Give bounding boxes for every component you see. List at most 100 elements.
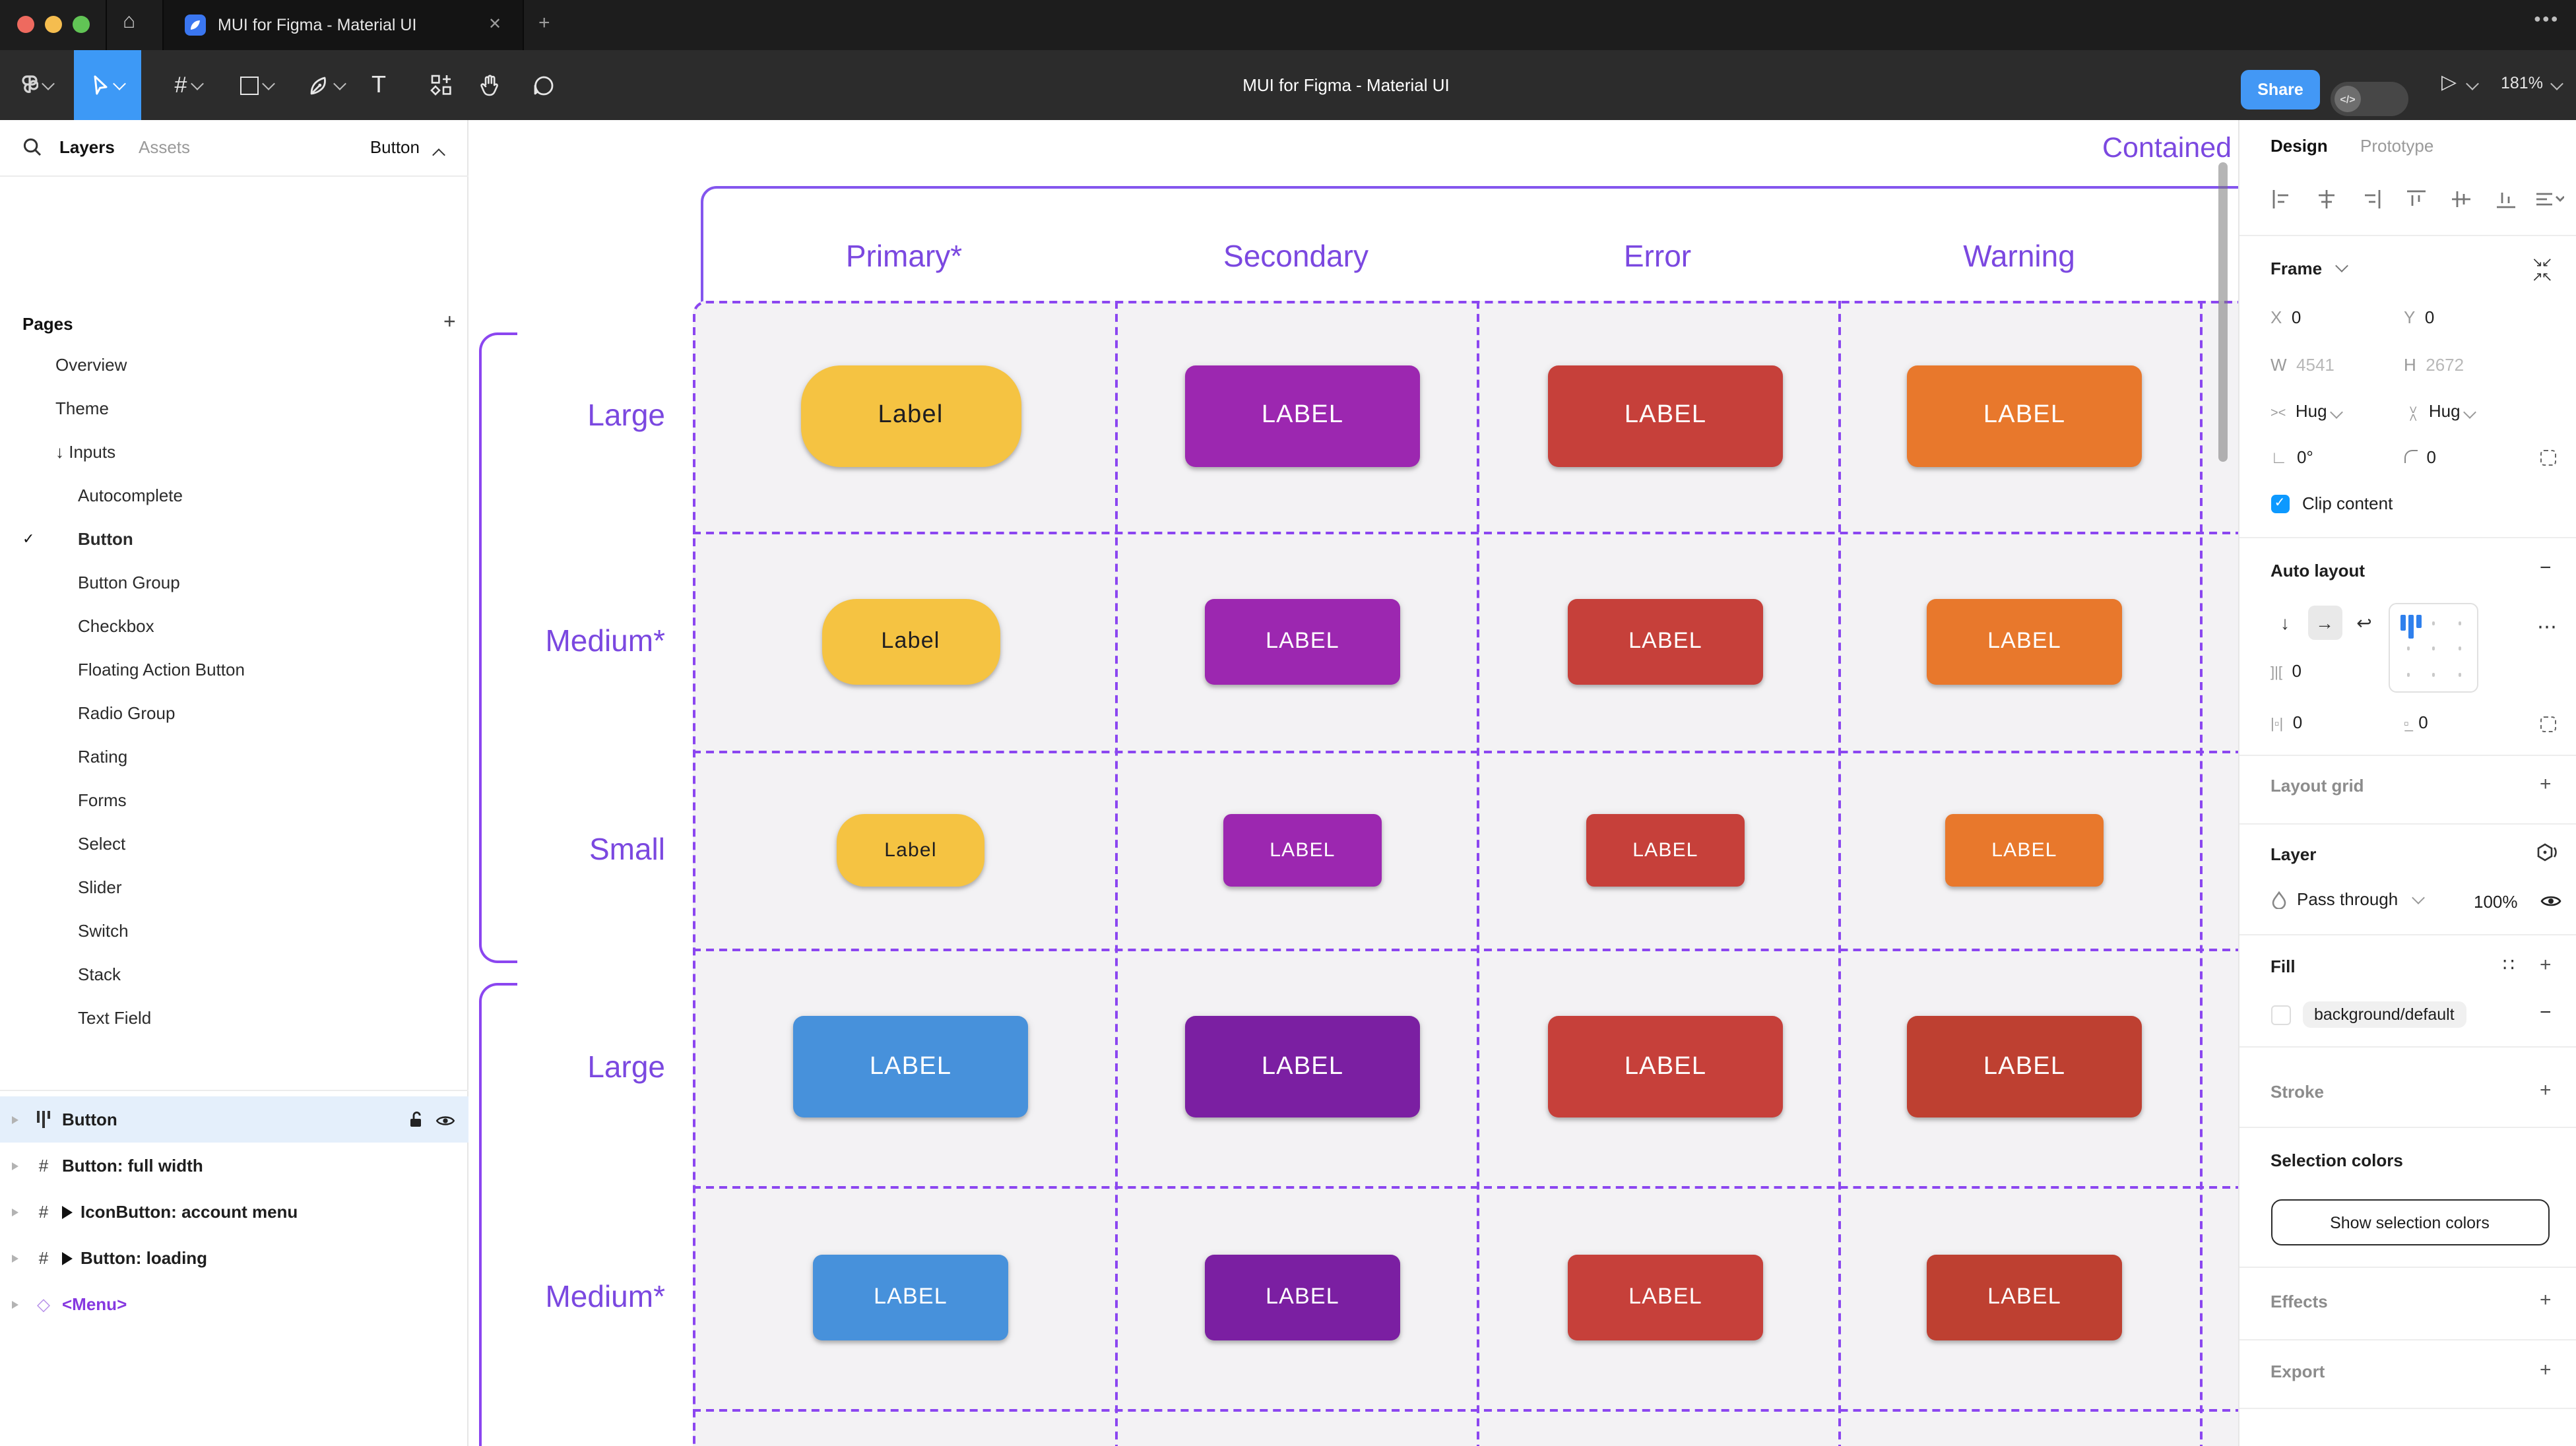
shape-tool-button[interactable] [227,50,286,120]
tab-close-icon[interactable]: ✕ [488,15,502,33]
canvas-button-large-r0c3[interactable]: LABEL [1907,365,2142,466]
canvas-button-medium-r1c0[interactable]: Label [821,598,1000,684]
corner-radius-field[interactable]: 0 [2404,447,2436,467]
minimize-window-button[interactable] [45,16,62,33]
canvas-button-large-r3c2[interactable]: LABEL [1548,1016,1783,1117]
expand-chevron-icon[interactable] [12,1116,18,1123]
sidebar-page-forms[interactable]: Forms [0,778,468,822]
canvas-button-medium-r4c3[interactable]: LABEL [1927,1254,2122,1340]
row-label-2[interactable]: Small [589,832,665,866]
add-effect-button[interactable]: + [2540,1289,2552,1311]
add-layout-grid-button[interactable]: + [2540,773,2552,796]
maximize-window-button[interactable] [73,16,90,33]
eye-icon[interactable] [2540,893,2561,909]
expand-chevron-icon[interactable] [12,1300,18,1308]
layer-row-button[interactable]: Button [0,1096,468,1143]
auto-layout-alignment-widget[interactable] [2388,603,2478,693]
direction-down-button[interactable]: ↓ [2280,612,2290,633]
hug-horizontal-field[interactable]: >< Hug [2270,401,2344,421]
present-button[interactable]: ▷ [2441,70,2479,94]
sidebar-page-rating[interactable]: Rating [0,735,468,778]
remove-fill-button[interactable]: − [2540,1001,2552,1024]
canvas-button-large-r3c1[interactable]: LABEL [1185,1016,1420,1117]
row-label-0[interactable]: Large [587,398,665,432]
dev-mode-toggle[interactable]: </> [2331,82,2408,116]
sidebar-page-theme[interactable]: Theme [0,387,468,430]
column-header-secondary[interactable]: Secondary [1223,239,1368,273]
sidebar-page-inputs[interactable]: ↓ Inputs [0,430,468,474]
expand-chevron-icon[interactable] [12,1208,18,1216]
collapse-panel-icon[interactable]: ↘↙↗↖ [2532,256,2553,285]
sidebar-page-switch[interactable]: Switch [0,909,468,953]
sidebar-page-text-field[interactable]: Text Field [0,996,468,1040]
canvas-button-medium-r1c1[interactable]: LABEL [1205,598,1400,684]
add-export-button[interactable]: + [2540,1359,2552,1381]
sidebar-page-button[interactable]: ✓Button [0,517,468,561]
add-stroke-button[interactable]: + [2540,1079,2552,1102]
sidebar-page-button-group[interactable]: Button Group [0,561,468,604]
row-label-4[interactable]: Medium* [545,1279,665,1313]
independent-corners-icon[interactable] [2540,450,2556,466]
canvas-button-medium-r4c0[interactable]: LABEL [813,1254,1008,1340]
canvas-button-medium-r4c1[interactable]: LABEL [1205,1254,1400,1340]
window-more-icon[interactable]: ●●● [2534,12,2560,25]
comment-tool-button[interactable] [525,50,562,120]
row-label-3[interactable]: Large [587,1049,665,1083]
canvas-button-large-r0c2[interactable]: LABEL [1548,365,1783,466]
canvas-button-small-r2c0[interactable]: Label [837,813,984,886]
sidebar-page-autocomplete[interactable]: Autocomplete [0,474,468,517]
canvas-button-large-r0c0[interactable]: Label [800,365,1021,466]
file-title[interactable]: MUI for Figma - Material UI [1242,75,1450,95]
height-field[interactable]: H 2672 [2404,355,2464,375]
chevron-up-icon[interactable] [432,148,445,162]
frame-title[interactable]: Contained [2102,132,2232,164]
close-window-button[interactable] [17,16,34,33]
fill-row[interactable]: background/default [2270,1001,2466,1028]
canvas-button-large-r3c0[interactable]: LABEL [793,1016,1028,1117]
align-bottom-icon[interactable] [2495,189,2516,210]
layer-row-button-loading[interactable]: #Button: loading [0,1235,468,1281]
rotation-field[interactable]: ∟ 0° [2270,447,2313,467]
width-field[interactable]: W 4541 [2270,355,2334,375]
direction-right-button[interactable]: → [2307,606,2342,640]
layer-row-iconbutton-account-menu[interactable]: #IconButton: account menu [0,1189,468,1235]
main-menu-button[interactable] [11,50,63,120]
sidebar-page-select[interactable]: Select [0,822,468,865]
sidebar-page-floating-action-button[interactable]: Floating Action Button [0,648,468,691]
sidebar-page-radio-group[interactable]: Radio Group [0,691,468,735]
add-page-button[interactable]: + [443,311,456,334]
layer-row--menu-[interactable]: ◇<Menu> [0,1281,468,1327]
visibility-eye-icon[interactable] [435,1112,455,1132]
zoom-menu[interactable]: 181% [2501,74,2564,92]
expand-chevron-icon[interactable] [12,1162,18,1170]
add-fill-button[interactable]: + [2540,954,2552,976]
canvas-button-medium-r1c3[interactable]: LABEL [1927,598,2122,684]
sidebar-page-slider[interactable]: Slider [0,865,468,909]
vertical-scrollbar[interactable] [2218,162,2228,462]
gap-field[interactable]: ]|[ 0 [2270,661,2302,681]
hand-tool-button[interactable] [471,50,508,120]
blend-mode-control[interactable]: Pass through [2270,889,2426,909]
tab-design[interactable]: Design [2270,136,2328,156]
column-header-primary[interactable]: Primary* [845,239,963,273]
share-button[interactable]: Share [2241,70,2320,110]
fill-swatch[interactable] [2270,1005,2290,1024]
show-selection-colors-button[interactable]: Show selection colors [2270,1199,2549,1245]
new-tab-button[interactable]: + [538,12,550,34]
canvas-button-medium-r4c2[interactable]: LABEL [1568,1254,1763,1340]
search-icon[interactable] [22,137,42,157]
clip-content-checkbox[interactable]: ✓ [2270,494,2289,513]
individual-padding-icon[interactable] [2540,716,2556,732]
layer-row-button-full-width[interactable]: #Button: full width [0,1143,468,1189]
clip-content-control[interactable]: ✓ Clip content [2270,493,2393,513]
horizontal-padding-field[interactable]: |▫| 0 [2270,712,2303,732]
y-position-field[interactable]: Y 0 [2404,307,2435,327]
blend-mode-icon[interactable] [2534,842,2558,865]
resources-tool-button[interactable] [422,50,459,120]
file-tab[interactable]: MUI for Figma - Material UI ✕ [164,0,523,50]
fill-style-chip[interactable]: background/default [2302,1001,2466,1028]
wrap-button[interactable]: ↩ [2356,612,2372,633]
canvas-button-small-r2c1[interactable]: LABEL [1223,813,1382,886]
page-selector[interactable]: Button [370,137,420,157]
canvas-button-medium-r1c2[interactable]: LABEL [1568,598,1763,684]
